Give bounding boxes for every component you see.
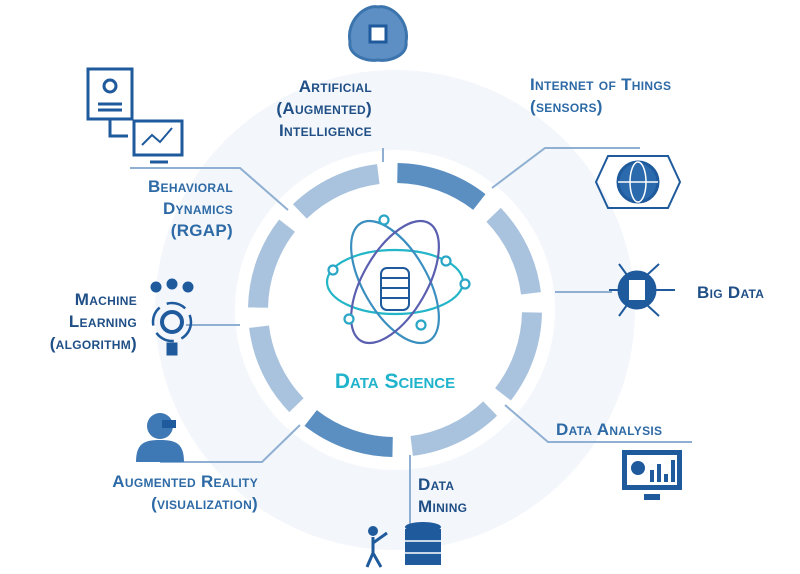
data-mining-icon (365, 522, 441, 568)
connector-behavioral (130, 167, 289, 211)
label-line: Data Analysis (556, 420, 663, 439)
label-artificial-intelligence: Artificial (Augmented) Intelligence (240, 76, 372, 142)
label-line: Dynamics (162, 199, 233, 218)
label-line: Learning (68, 312, 137, 331)
big-data-gear-icon (609, 263, 675, 317)
label-data-mining: Data Mining (418, 474, 467, 518)
profile-analytics-icon (86, 67, 184, 164)
label-line: (visualization) (151, 494, 258, 513)
label-line: Mining (418, 497, 468, 516)
label-line: Machine (74, 290, 137, 309)
label-line: (RGAP) (170, 221, 233, 240)
segmented-ring (248, 163, 542, 457)
label-line: Artificial (298, 77, 372, 96)
label-line: Intelligence (279, 121, 372, 140)
label-line: Behavioral (147, 177, 233, 196)
globe-network-icon (594, 155, 682, 209)
machine-learning-gear-icon (150, 278, 194, 356)
ring-segment (248, 219, 296, 309)
connector-ar (160, 424, 301, 463)
label-line: Internet of Things (530, 75, 672, 94)
connector-iot (491, 147, 640, 189)
label-data-analysis: Data Analysis (556, 419, 662, 441)
analysis-monitor-icon (622, 450, 682, 500)
ring-segment (292, 164, 380, 219)
ring-segment (494, 311, 542, 401)
center-title: Data Science (334, 370, 456, 393)
label-line: Big Data (697, 283, 765, 302)
label-augmented-reality: Augmented Reality (visualization) (60, 471, 258, 515)
ring-segment (486, 207, 541, 295)
label-line: Augmented Reality (112, 472, 258, 491)
ring-segment (249, 325, 304, 413)
ring-segment (396, 163, 486, 211)
label-behavioral-dynamics: Behavioral Dynamics (RGAP) (100, 176, 233, 242)
connector-analysis (504, 404, 692, 443)
label-big-data: Big Data (697, 282, 764, 304)
label-line: Data (418, 475, 455, 494)
database-icon (380, 267, 410, 311)
ring-segment (410, 401, 498, 456)
atom-icon (325, 214, 471, 345)
connector-lines (130, 147, 692, 530)
label-line: (sensors) (530, 97, 603, 116)
vr-person-icon (136, 413, 184, 462)
label-line: (algorithm) (49, 334, 137, 353)
brain-chip-icon (348, 5, 408, 62)
label-machine-learning: Machine Learning (algorithm) (20, 289, 137, 355)
label-line: (Augmented) (276, 99, 372, 118)
label-internet-of-things: Internet of Things (sensors) (530, 74, 671, 118)
ring-segment (304, 409, 394, 457)
